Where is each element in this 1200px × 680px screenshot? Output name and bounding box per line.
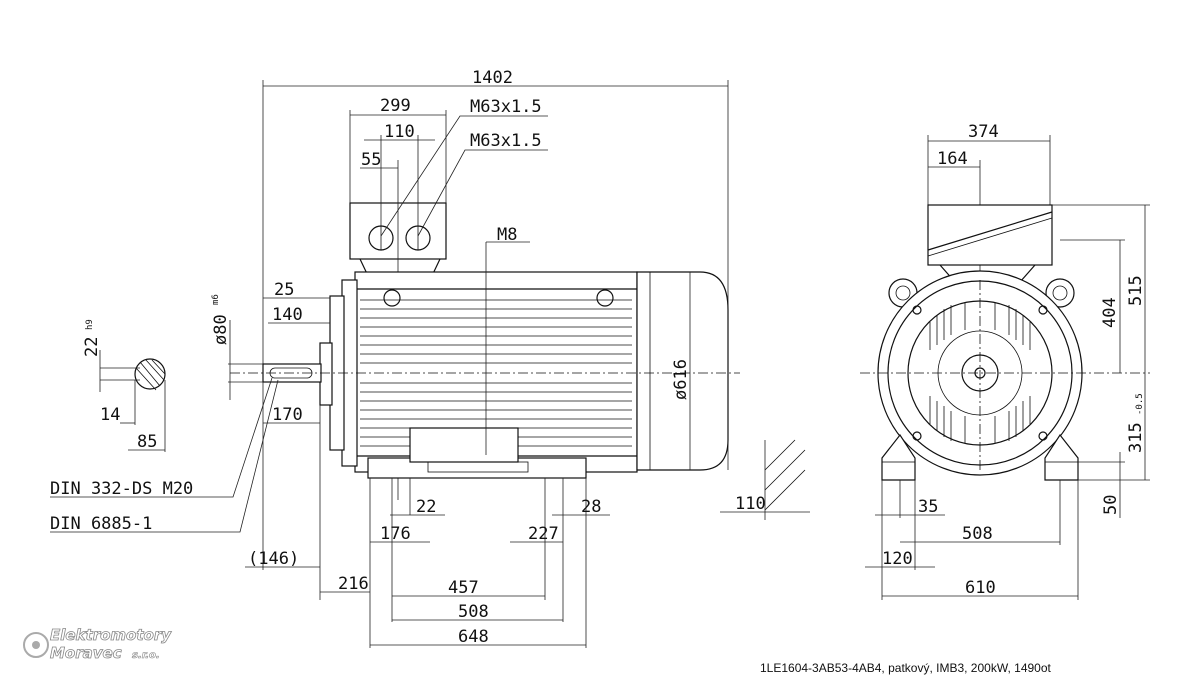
dim-shaft-diameter: ø80 (211, 314, 231, 345)
end-view (860, 135, 1150, 600)
dim-end-610: 610 (965, 578, 996, 598)
dim-shaft-tolerance: m6 (211, 294, 221, 305)
dim-227: 227 (528, 524, 559, 544)
company-logo: Elektromotory Moravec s.r.o. (23, 626, 173, 662)
dim-section-85: 85 (137, 432, 157, 452)
dim-end-120: 120 (882, 549, 913, 569)
dim-508: 508 (458, 602, 489, 622)
label-cable-gland-2: M63x1.5 (470, 131, 542, 151)
dim-176: 176 (380, 524, 411, 544)
label-cable-gland-1: M63x1.5 (470, 97, 542, 117)
dim-key-width: 22 (82, 337, 102, 357)
dim-shaft-height-tolerance: -0.5 (1135, 393, 1145, 415)
dim-end-35: 35 (918, 497, 938, 517)
dim-end-374: 374 (968, 122, 999, 142)
dim-end-515: 515 (1126, 275, 1146, 306)
dim-key-tolerance: h9 (85, 319, 95, 330)
dim-28: 28 (581, 497, 601, 517)
label-lifting-bolt: M8 (497, 225, 517, 245)
side-view (50, 80, 810, 648)
dim-shaft-height: 315 (1126, 422, 1146, 453)
shaft-cross-section (99, 350, 166, 452)
dim-flange-diameter: ø616 (671, 359, 691, 400)
dim-25: 25 (274, 280, 294, 300)
dim-key-depth: 14 (100, 405, 120, 425)
dim-foot-110: 110 (735, 494, 766, 514)
dim-140: 140 (272, 305, 303, 325)
logo-line1: Elektromotory (50, 626, 172, 644)
logo-line2: Moravec (50, 644, 122, 662)
dim-22: 22 (416, 497, 436, 517)
dim-end-164: 164 (937, 149, 968, 169)
logo-suffix: s.r.o. (132, 650, 160, 661)
dim-end-508: 508 (962, 524, 993, 544)
dim-457: 457 (448, 578, 479, 598)
note-center-thread: DIN 332-DS M20 (50, 479, 193, 499)
dim-end-50: 50 (1101, 495, 1121, 515)
dim-terminal-box-55: 55 (361, 150, 381, 170)
model-caption: 1LE1604-3AB53-4AB4, patkový, IMB3, 200kW… (760, 661, 1052, 675)
dim-overall-length: 1402 (472, 68, 513, 88)
note-key-standard: DIN 6885-1 (50, 514, 152, 534)
dim-terminal-box-width: 299 (380, 96, 411, 116)
dim-146: (146) (248, 549, 299, 569)
dim-216: 216 (338, 574, 369, 594)
dim-end-404: 404 (1100, 297, 1120, 328)
dim-terminal-box-110: 110 (384, 122, 415, 142)
dim-648: 648 (458, 627, 489, 647)
dim-170: 170 (272, 405, 303, 425)
